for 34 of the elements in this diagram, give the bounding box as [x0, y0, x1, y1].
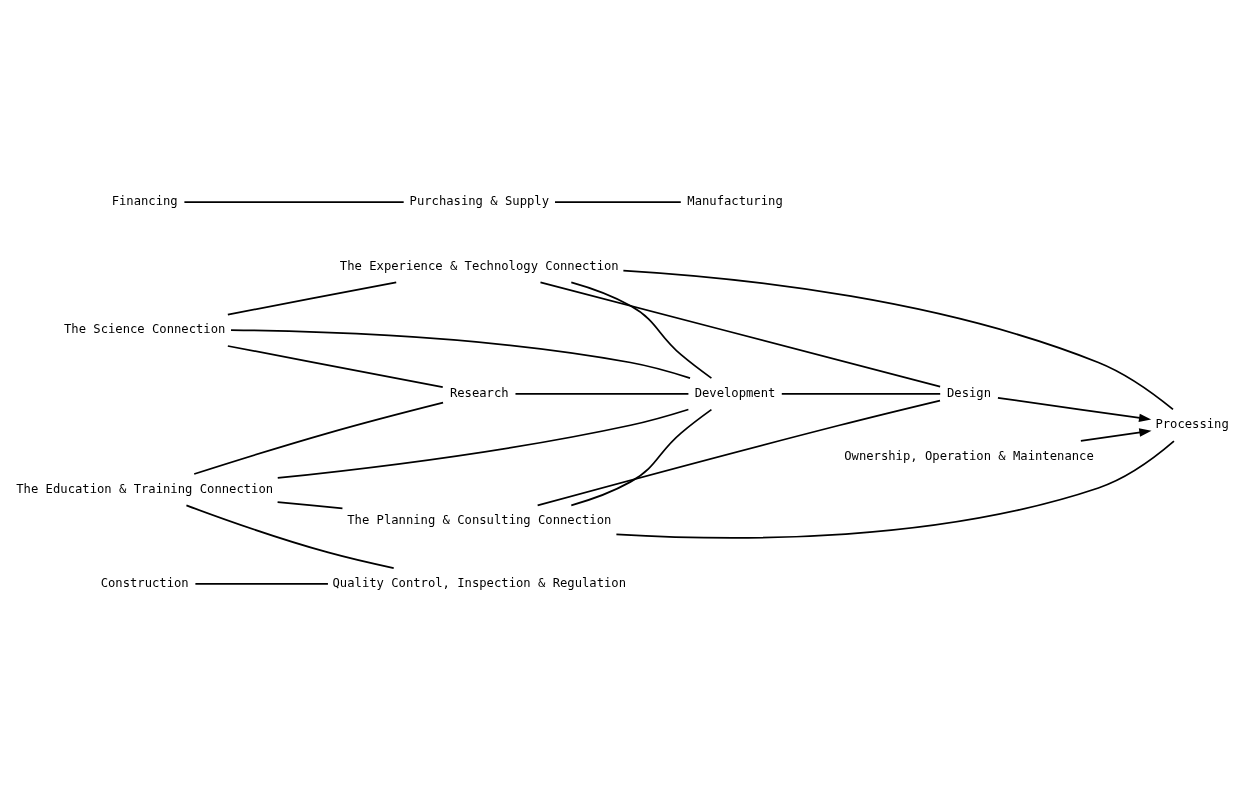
node-text: The Education & Training Connection — [16, 481, 274, 496]
connector — [514, 393, 690, 395]
node-text: Financing — [111, 194, 178, 209]
connector — [183, 201, 405, 204]
connector — [622, 269, 1174, 411]
connector — [185, 504, 395, 569]
connector — [193, 401, 444, 475]
connector — [226, 281, 398, 316]
connector — [780, 393, 942, 395]
connector — [276, 408, 690, 479]
connector — [276, 501, 344, 510]
connector — [570, 281, 713, 379]
node-text: Purchasing & Supply — [409, 194, 549, 209]
node-text: Design — [946, 386, 992, 401]
connector — [615, 440, 1175, 539]
connector — [194, 582, 329, 585]
connector — [570, 408, 713, 507]
connector — [536, 399, 941, 507]
node-text: The Experience & Technology Connection — [339, 258, 619, 273]
connector — [539, 281, 941, 388]
node-text: The Planning & Consulting Connection — [347, 513, 612, 528]
arrow — [1080, 428, 1152, 442]
connector — [226, 345, 444, 388]
node-text: Ownership, Operation & Maintenance — [844, 448, 1094, 463]
connector — [230, 329, 691, 379]
connector — [554, 201, 682, 204]
node-text: Construction — [100, 576, 189, 591]
node-text: Manufacturing — [687, 194, 783, 209]
node-text: The Science Connection — [63, 322, 226, 337]
node-text: Research — [449, 386, 509, 401]
node-text: Development — [694, 386, 776, 401]
node-text: Processing — [1155, 417, 1229, 432]
node-text: Quality Control, Inspection & Regulation — [332, 576, 627, 591]
arrow — [997, 396, 1152, 423]
